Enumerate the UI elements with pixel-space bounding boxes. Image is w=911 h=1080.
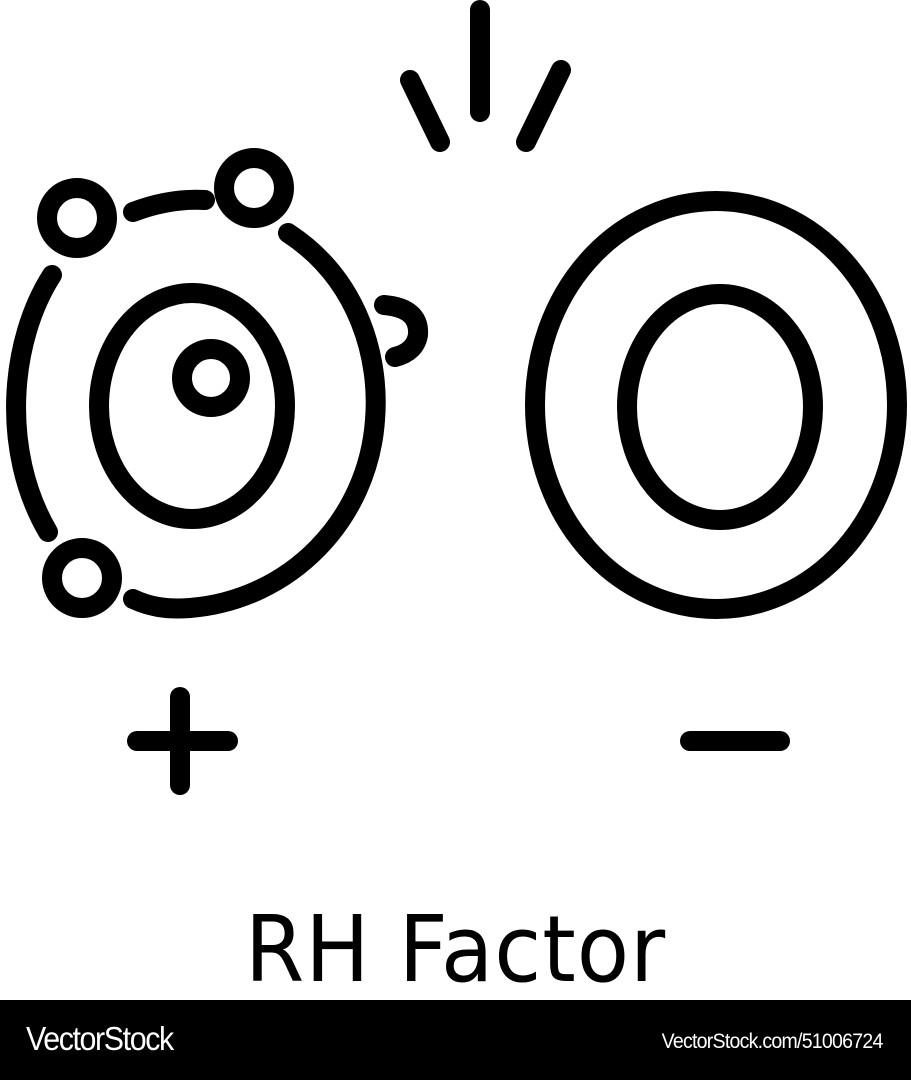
watermark-footer: VectorStock VectorStock.com/51006724 [0,1000,911,1080]
illustration-title: RH Factor [0,895,911,1005]
rh-positive-cell-icon [6,148,429,619]
rh-negative-cell-icon [525,191,907,619]
burst-lines-icon [400,0,571,152]
rh-factor-illustration [6,0,907,795]
title-text: RH Factor [244,896,667,1003]
stock-url: VectorStock.com/51006724 [661,1030,884,1053]
brand-logo: VectorStock [26,1020,174,1057]
